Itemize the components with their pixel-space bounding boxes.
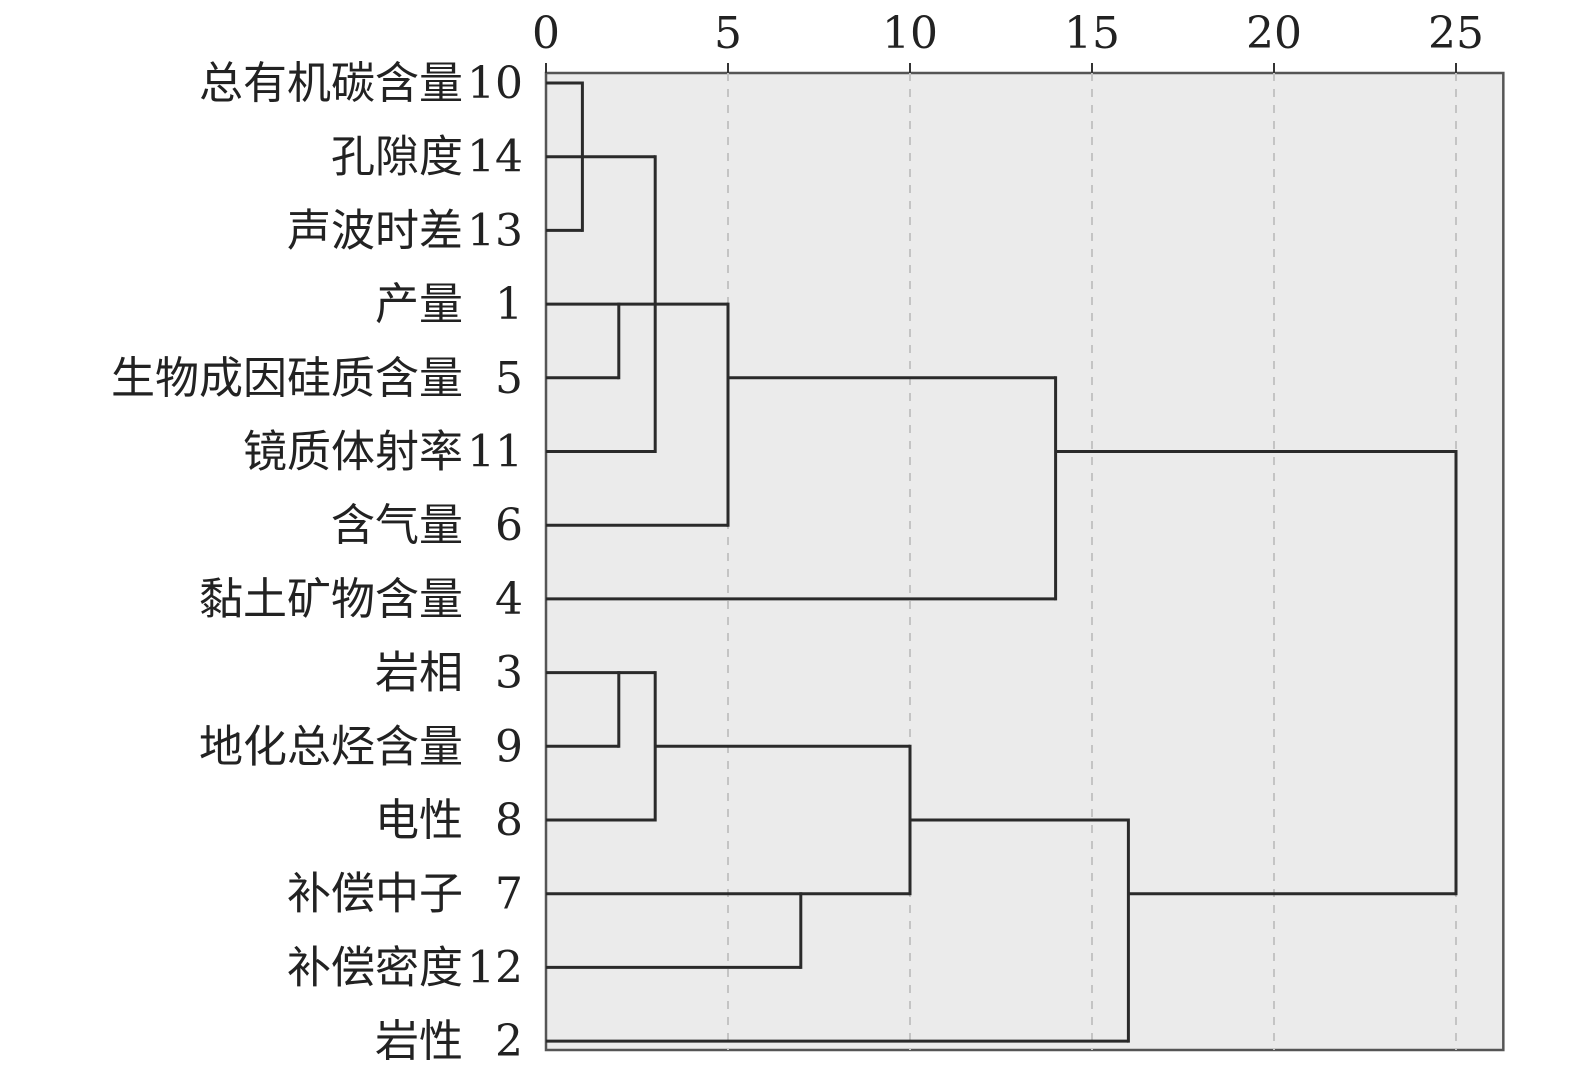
- leaf-id-label: 1: [495, 279, 523, 330]
- leaf-name-label: 岩性: [375, 1016, 463, 1067]
- x-tick-label: 10: [882, 8, 938, 59]
- leaf-id-label: 5: [495, 353, 523, 404]
- leaf-id-label: 11: [467, 427, 523, 478]
- leaf-id-label: 9: [495, 721, 523, 772]
- leaf-name-label: 补偿中子: [287, 869, 463, 920]
- leaf-name-label: 声波时差: [287, 205, 463, 256]
- leaf-name-label: 地化总烃含量: [199, 721, 463, 772]
- leaf-id-label: 10: [467, 58, 523, 109]
- x-tick-label: 25: [1428, 8, 1484, 59]
- leaf-name-label: 补偿密度: [287, 942, 463, 993]
- leaf-id-label: 3: [495, 648, 523, 699]
- leaf-id-label: 2: [495, 1016, 523, 1067]
- leaf-id-label: 12: [467, 942, 523, 993]
- leaf-name-label: 总有机碳含量: [199, 58, 463, 109]
- leaf-name-label: 生物成因硅质含量: [111, 353, 463, 404]
- leaf-id-label: 6: [495, 500, 523, 551]
- leaf-name-label: 孔隙度: [331, 132, 463, 183]
- leaf-name-label: 产量: [375, 279, 463, 330]
- leaf-name-label: 岩相: [375, 648, 463, 699]
- x-tick-label: 5: [714, 8, 742, 59]
- leaf-id-label: 4: [495, 574, 523, 625]
- leaf-name-label: 含气量: [331, 500, 463, 551]
- x-tick-label: 20: [1246, 8, 1302, 59]
- plot-area: [544, 71, 1505, 1052]
- leaf-name-label: 电性: [375, 795, 463, 846]
- leaf-id-label: 7: [495, 869, 523, 920]
- leaf-id-label: 8: [495, 795, 523, 846]
- leaf-id-label: 14: [467, 132, 523, 183]
- leaf-name-label: 黏土矿物含量: [199, 574, 463, 625]
- leaf-id-label: 13: [467, 205, 523, 256]
- leaf-name-label: 镜质体射率: [243, 427, 463, 478]
- x-tick-label: 15: [1064, 8, 1120, 59]
- x-tick-label: 0: [532, 8, 560, 59]
